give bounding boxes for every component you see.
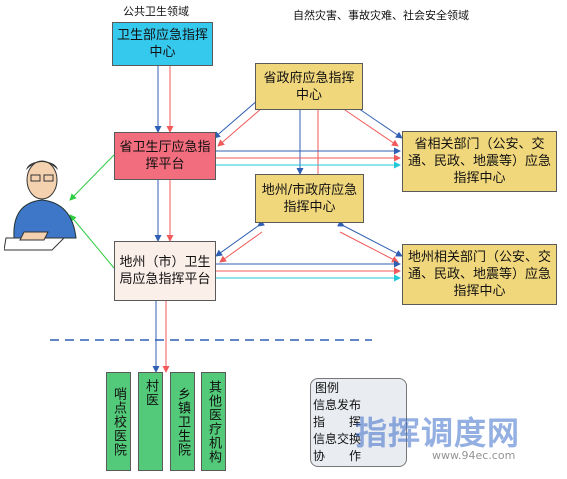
public-health-heading: 公共卫生领域 xyxy=(123,5,189,18)
city-health-platform: 地州（市）卫生局应急指挥平台 xyxy=(114,241,216,301)
legend: 图例 信息发布 指 挥 信息交换 协 作 xyxy=(310,378,407,467)
disasters-heading: 自然灾害、事故灾难、社会安全领域 xyxy=(293,9,469,22)
legend-item-collaboration: 协 作 xyxy=(313,449,362,463)
city-gov-center: 地州/市政府应急指挥中心 xyxy=(255,174,364,223)
watermark-brand: 指挥调度网 xyxy=(355,414,521,452)
legend-title: 图例 xyxy=(315,381,340,395)
grassroots-township-hospital: 乡镇卫生院 xyxy=(170,372,195,471)
province-departments-center: 省相关部门（公安、交通、民政、地震等）应急指挥中心 xyxy=(402,131,557,192)
operator-person-icon xyxy=(4,160,77,251)
province-health-platform: 省卫生厅应急指挥平台 xyxy=(114,132,216,180)
ministry-emergency-center: 卫生部应急指挥中心 xyxy=(112,22,213,66)
legend-item-command: 指 挥 xyxy=(313,415,362,429)
legend-item-info-release: 信息发布 xyxy=(313,398,362,412)
city-departments-center: 地州相关部门（公安、交通、民政、地震等）应急指挥中心 xyxy=(402,244,557,305)
grassroots-village-doctor: 村医 xyxy=(138,372,163,471)
grassroots-other-institutions: 其他医疗机构 xyxy=(201,372,226,471)
watermark-url: www.94ec.com xyxy=(432,449,516,462)
grassroots-sentinel-clinic: 哨点校医院 xyxy=(106,372,131,471)
legend-item-info-exchange: 信息交换 xyxy=(313,432,362,446)
province-gov-center: 省政府应急指挥中心 xyxy=(255,63,363,110)
